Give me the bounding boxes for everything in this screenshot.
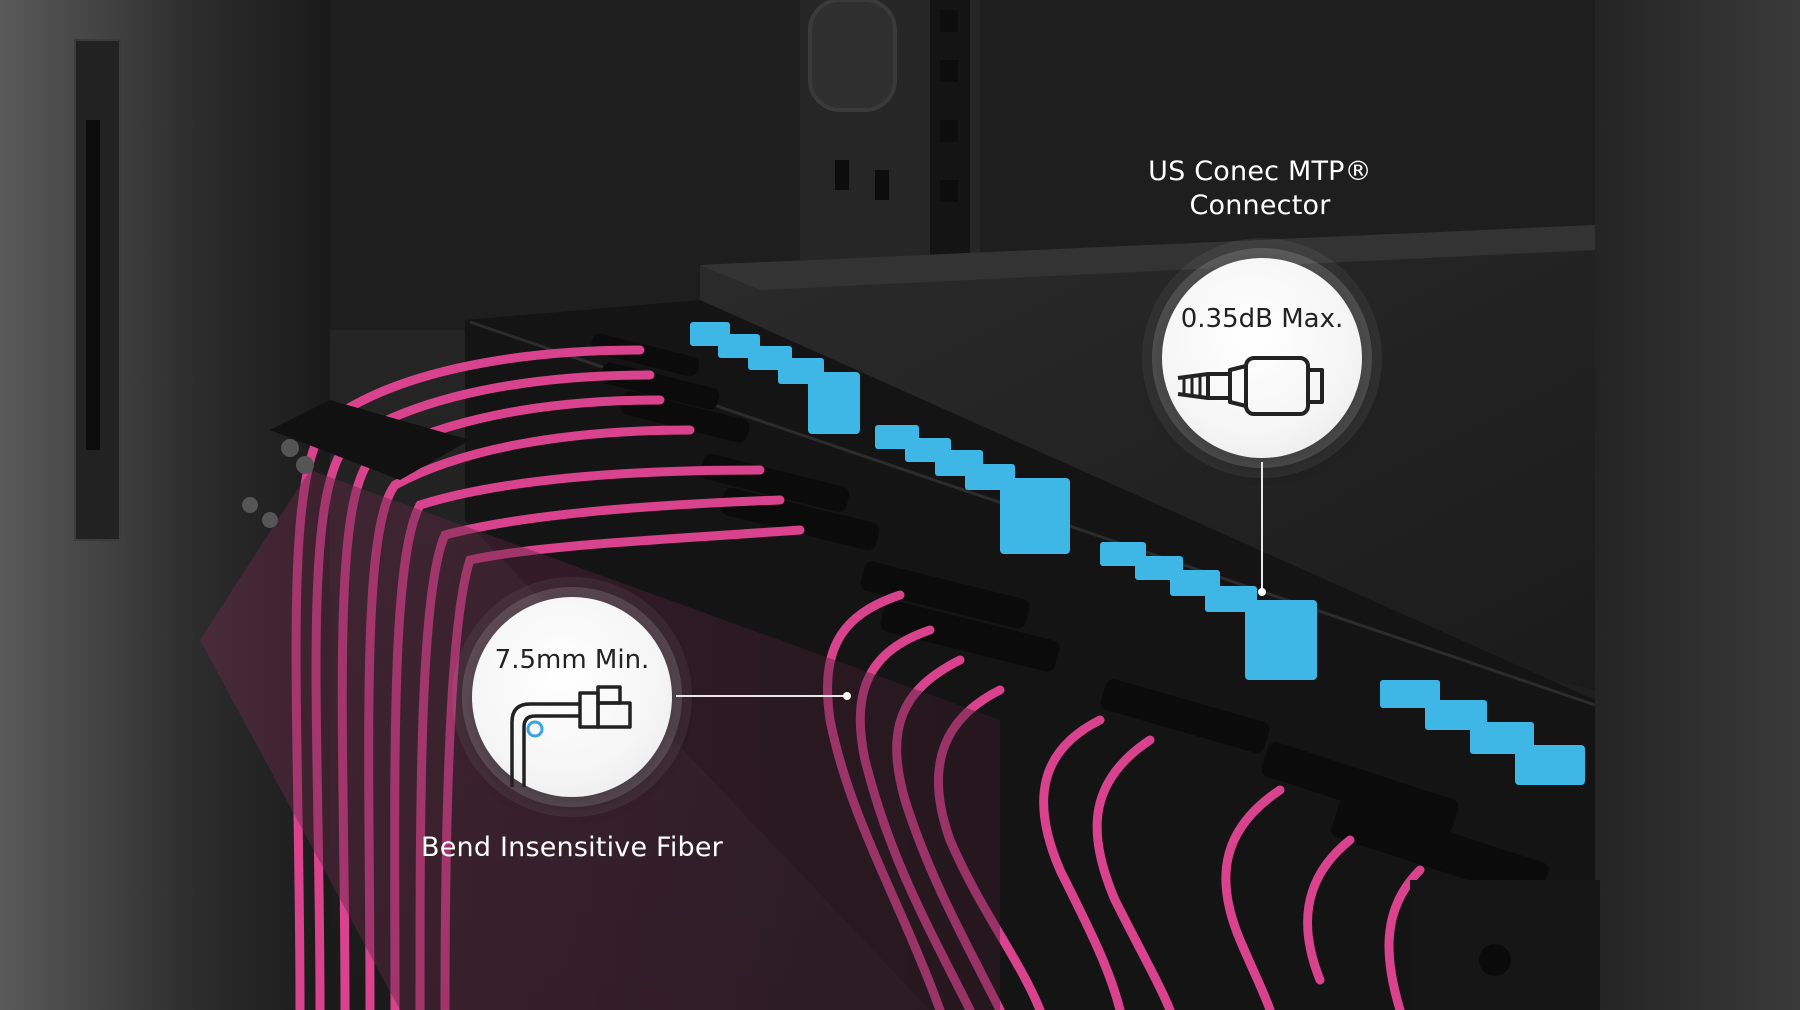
connector-leader-dot [1258, 588, 1266, 596]
fiber-leader-dot [843, 692, 851, 700]
fiber-bend-badge: 7.5mm Min. [472, 597, 672, 797]
connector-leader-line [1261, 462, 1263, 592]
connector-title-line1: US Conec MTP® [1148, 156, 1372, 187]
connector-title-line2: Connector [1189, 190, 1331, 221]
fiber-bend-text: 7.5mm Min. [494, 645, 650, 675]
mtp-connector-icon [1177, 356, 1324, 416]
fiber-caption: Bend Insensitive Fiber [421, 832, 723, 863]
connector-loss-text: 0.35dB Max. [1180, 304, 1344, 334]
fiber-leader-line [676, 695, 848, 697]
connector-callout-title: US Conec MTP® Connector [1110, 155, 1410, 223]
connector-loss-badge: 0.35dB Max. [1162, 258, 1362, 458]
fiber-bend-icon [510, 685, 632, 787]
